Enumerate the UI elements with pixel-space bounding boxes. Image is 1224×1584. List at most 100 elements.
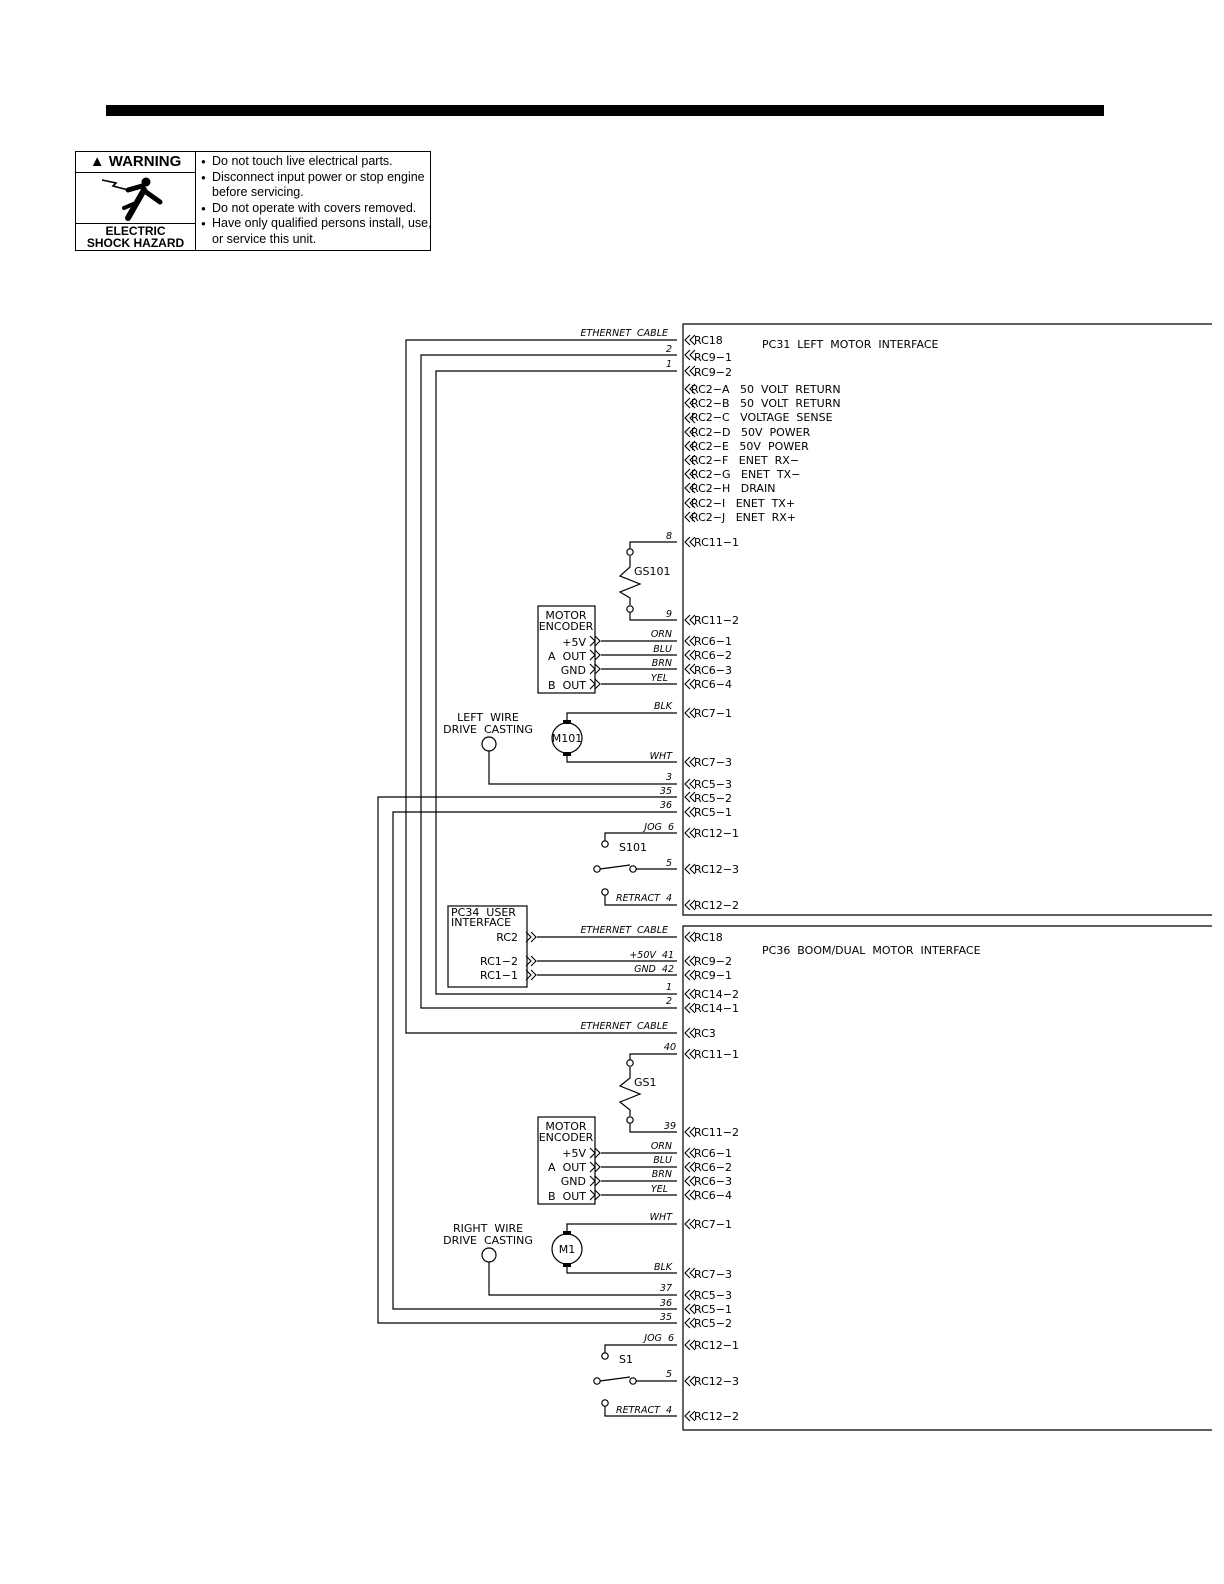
connector-chevron bbox=[689, 383, 696, 395]
connector-chevron bbox=[684, 454, 691, 466]
connector-chevron bbox=[689, 349, 696, 361]
connector-chevron bbox=[684, 1267, 691, 1279]
encoder-label: ENCODER bbox=[539, 620, 594, 633]
pin-label: RC7−3 bbox=[694, 756, 732, 769]
motor-label: M1 bbox=[559, 1243, 576, 1256]
connector-chevron bbox=[684, 988, 691, 1000]
connector-chevron bbox=[689, 1375, 696, 1387]
pin-label: RC7−3 bbox=[694, 1268, 732, 1281]
connector-chevrons-left bbox=[684, 334, 696, 1422]
connector-chevron bbox=[684, 955, 691, 967]
drive-label: DRIVE CASTING bbox=[443, 1234, 533, 1247]
encoder-pin: GND bbox=[561, 1175, 586, 1188]
pin-label: RC2−J ENET RX+ bbox=[691, 511, 796, 524]
encoder-pin: A OUT bbox=[548, 650, 586, 663]
connector-chevron bbox=[689, 791, 696, 803]
connector-chevron bbox=[684, 482, 691, 494]
connector-chevron bbox=[684, 1289, 691, 1301]
connector-chevron bbox=[684, 536, 691, 548]
pin-label: RC12−1 bbox=[694, 827, 739, 840]
connector-chevron bbox=[525, 931, 532, 943]
connector-chevron bbox=[684, 1048, 691, 1060]
wire-label: 1 bbox=[666, 359, 672, 370]
connector-chevron bbox=[689, 988, 696, 1000]
connector-chevron bbox=[684, 1375, 691, 1387]
connector-chevron bbox=[689, 334, 696, 346]
connector-chevron bbox=[689, 635, 696, 647]
connector-chevron bbox=[594, 1189, 601, 1201]
connector-chevron bbox=[684, 1161, 691, 1173]
connector-chevron bbox=[684, 707, 691, 719]
wire-label: 35 bbox=[660, 1312, 672, 1323]
connector-chevron bbox=[594, 1175, 601, 1187]
connector-chevron bbox=[689, 899, 696, 911]
connector-chevron bbox=[689, 614, 696, 626]
connector-chevron bbox=[684, 1189, 691, 1201]
wire-label: ETHERNET CABLE bbox=[581, 925, 668, 936]
drive-label: RIGHT WIRE bbox=[453, 1222, 523, 1235]
pin-label: RC2−D 50V POWER bbox=[691, 426, 811, 439]
connector-chevron bbox=[689, 397, 696, 409]
pin-label: RC12−3 bbox=[694, 1375, 739, 1388]
encoder-pin: +5V bbox=[562, 636, 586, 649]
pin-label: RC2−F ENET RX− bbox=[691, 454, 799, 467]
connector-chevron bbox=[684, 649, 691, 661]
wire-label: +50V 41 bbox=[629, 950, 674, 961]
connector-chevron bbox=[689, 511, 696, 523]
sensor-label: GS1 bbox=[634, 1076, 657, 1089]
wire-label: BLU bbox=[653, 1155, 672, 1166]
wire-label: GND 42 bbox=[634, 964, 674, 975]
wire-label: JOG 6 bbox=[642, 1333, 674, 1344]
pin-label: RC1−2 bbox=[480, 955, 518, 968]
warning-title: ▲ WARNING bbox=[76, 152, 195, 173]
connector-chevron bbox=[689, 969, 696, 981]
pin-label: RC5−1 bbox=[694, 1303, 732, 1316]
connector-chevron bbox=[689, 1027, 696, 1039]
encoder-pin: A OUT bbox=[548, 1161, 586, 1174]
connector-chevron bbox=[594, 1161, 601, 1173]
connector-chevron bbox=[689, 468, 696, 480]
wire-label: WHT bbox=[650, 1212, 674, 1223]
pin-label: RC2−B 50 VOLT RETURN bbox=[691, 397, 841, 410]
switch-label: S1 bbox=[619, 1353, 633, 1366]
connector-chevron bbox=[589, 663, 596, 675]
wire-label: 39 bbox=[664, 1121, 676, 1132]
connector-chevron bbox=[525, 955, 532, 967]
wire-label: RETRACT 4 bbox=[616, 1405, 672, 1416]
encoder-pin: B OUT bbox=[548, 1190, 586, 1203]
connector-chevron bbox=[684, 412, 691, 424]
pin-label: RC7−1 bbox=[694, 1218, 732, 1231]
connector-chevron bbox=[689, 482, 696, 494]
connector-chevron bbox=[689, 649, 696, 661]
pin-label: RC11−1 bbox=[694, 1048, 739, 1061]
warning-label: ▲ WARNING ELECTRIC SHOCK HAZARD Do not t… bbox=[75, 151, 432, 251]
connector-chevron bbox=[684, 614, 691, 626]
connector-chevron bbox=[594, 678, 601, 690]
pin-label: RC2−H DRAIN bbox=[691, 482, 775, 495]
warning-list: Do not touch live electrical parts. Disc… bbox=[200, 154, 432, 247]
pin-label: RC9−2 bbox=[694, 955, 732, 968]
pin-label: RC11−1 bbox=[694, 536, 739, 549]
pin-label: RC1−1 bbox=[480, 969, 518, 982]
connector-chevron bbox=[689, 1126, 696, 1138]
pin-label: RC14−1 bbox=[694, 1002, 739, 1015]
pin-label: RC12−2 bbox=[694, 1410, 739, 1423]
warning-left-panel: ▲ WARNING ELECTRIC SHOCK HAZARD bbox=[76, 152, 196, 250]
connector-chevron bbox=[594, 649, 601, 661]
connector-chevron bbox=[589, 1161, 596, 1173]
pin-label: RC5−3 bbox=[694, 1289, 732, 1302]
pin-label: RC11−2 bbox=[694, 614, 739, 627]
electric-shock-icon bbox=[101, 177, 163, 221]
connector-chevron bbox=[684, 1218, 691, 1230]
pc36-title: PC36 BOOM/DUAL MOTOR INTERFACE bbox=[762, 944, 981, 957]
wire-label: 5 bbox=[666, 1369, 672, 1380]
pin-label: RC18 bbox=[694, 931, 723, 944]
wire-label: BRN bbox=[652, 1169, 672, 1180]
connector-chevron bbox=[689, 806, 696, 818]
pc34-title: PC34 USER bbox=[451, 906, 516, 919]
pin-label: RC11−2 bbox=[694, 1126, 739, 1139]
pin-label: RC9−1 bbox=[694, 351, 732, 364]
connector-chevron bbox=[684, 899, 691, 911]
warning-item: Do not touch live electrical parts. bbox=[200, 154, 432, 170]
connector-chevron bbox=[684, 1126, 691, 1138]
